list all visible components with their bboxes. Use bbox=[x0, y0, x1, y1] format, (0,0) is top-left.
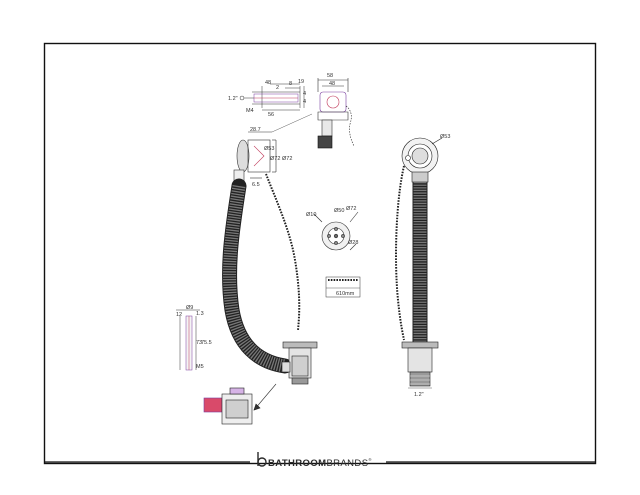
dim-19-top: 19 bbox=[298, 79, 304, 85]
b-logo-icon bbox=[257, 452, 267, 467]
front-waste-body bbox=[401, 341, 439, 389]
grate-detail bbox=[313, 211, 359, 251]
brand-name: BATHROOMBRANDS® bbox=[268, 457, 372, 469]
dim-m4: M4 bbox=[246, 108, 254, 114]
small-fitting-detail bbox=[239, 83, 305, 111]
brand-name-bold: BATHROOM bbox=[268, 458, 326, 469]
dim-d72-side-2: Ø72 bbox=[282, 156, 292, 162]
front-chain bbox=[395, 165, 405, 341]
dim-4-b: 4 bbox=[303, 99, 306, 105]
trap-detail bbox=[203, 383, 277, 425]
dim-d9: Ø9 bbox=[186, 305, 193, 311]
dim-8-top: 8 bbox=[289, 81, 292, 87]
dim-d53-side: Ø53 bbox=[264, 146, 274, 152]
front-view-assembly bbox=[401, 137, 443, 183]
dim-1-2-inch: 1.2" bbox=[228, 96, 238, 102]
waste-body bbox=[281, 341, 318, 385]
dim-48-top: 48 bbox=[265, 80, 271, 86]
dim-d10: Ø10 bbox=[306, 212, 316, 218]
overflow-head-detail bbox=[317, 78, 355, 149]
dim-75-5: 75.5 bbox=[201, 340, 212, 346]
dim-73: 73 bbox=[196, 340, 202, 346]
dim-m5: M5 bbox=[196, 364, 204, 370]
dim-d72-side-1: Ø72 bbox=[270, 156, 280, 162]
dim-chain-length: 610mm bbox=[336, 291, 355, 297]
chain-length-detail bbox=[325, 276, 361, 298]
dim-28-7: 28.7 bbox=[250, 127, 261, 133]
flexible-hose bbox=[222, 178, 293, 374]
drawing-frame bbox=[43, 42, 597, 465]
brand-registered-mark: ® bbox=[368, 457, 371, 462]
overflow-side-view bbox=[233, 113, 313, 187]
screw-detail bbox=[176, 309, 200, 371]
dim-12: 12 bbox=[176, 312, 182, 318]
dim-d28: Ø28 bbox=[348, 240, 358, 246]
dim-d50: Ø50 bbox=[334, 208, 344, 214]
plug-chain bbox=[265, 173, 301, 331]
brand-name-regular: BRANDS bbox=[326, 458, 368, 469]
dim-1-3: 1.3 bbox=[196, 311, 204, 317]
dim-56: 56 bbox=[268, 112, 274, 118]
dim-2-top: 2 bbox=[276, 85, 279, 91]
dim-thread-front: 1.2" bbox=[414, 392, 424, 398]
dim-58-head: 58 bbox=[327, 73, 333, 79]
dim-6-5: 6.5 bbox=[252, 182, 260, 188]
dim-48-head: 48 bbox=[329, 81, 335, 87]
dim-d53-front: Ø53 bbox=[440, 134, 450, 140]
dim-4-a: 4 bbox=[303, 91, 306, 97]
dim-d72-grate: Ø72 bbox=[346, 206, 356, 212]
